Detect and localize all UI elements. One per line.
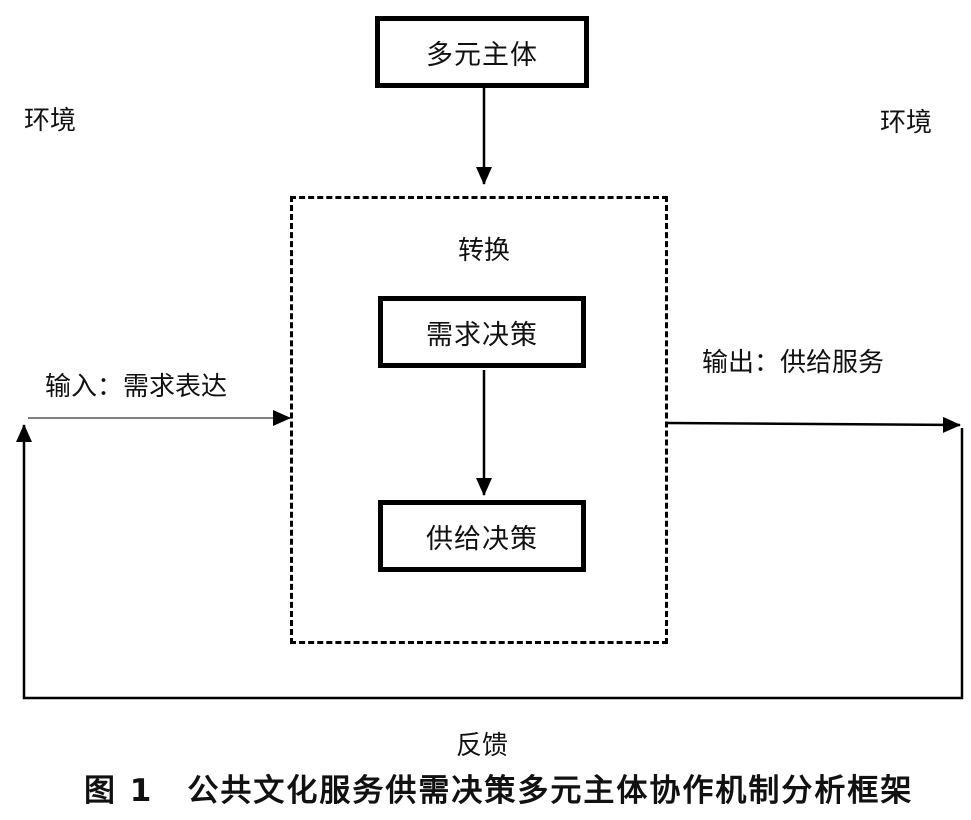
arrow-output bbox=[667, 416, 961, 433]
figure-caption: 图 1 公共文化服务供需决策多元主体协作机制分析框架 bbox=[84, 776, 913, 807]
demand-decision-label: 需求决策 bbox=[426, 319, 538, 351]
environment-right-label: 环境 bbox=[880, 108, 933, 138]
actors-label: 多元主体 bbox=[426, 39, 538, 71]
actors-box: 多元主体 bbox=[375, 16, 589, 88]
transform-frame bbox=[290, 196, 668, 644]
figure-number: 图 1 bbox=[84, 773, 154, 809]
feedback-label: 反馈 bbox=[456, 731, 509, 761]
figure-title: 公共文化服务供需决策多元主体协作机制分析框架 bbox=[187, 773, 914, 809]
environment-left-label: 环境 bbox=[24, 106, 77, 136]
supply-decision-box: 供给决策 bbox=[378, 500, 586, 572]
demand-decision-box: 需求决策 bbox=[378, 296, 586, 368]
feedback-loop-line bbox=[15, 424, 964, 700]
supply-decision-label: 供给决策 bbox=[426, 523, 538, 555]
output-label: 输出：供给服务 bbox=[702, 348, 885, 378]
input-label: 输入：需求表达 bbox=[45, 372, 228, 402]
transform-label: 转换 bbox=[458, 236, 511, 266]
